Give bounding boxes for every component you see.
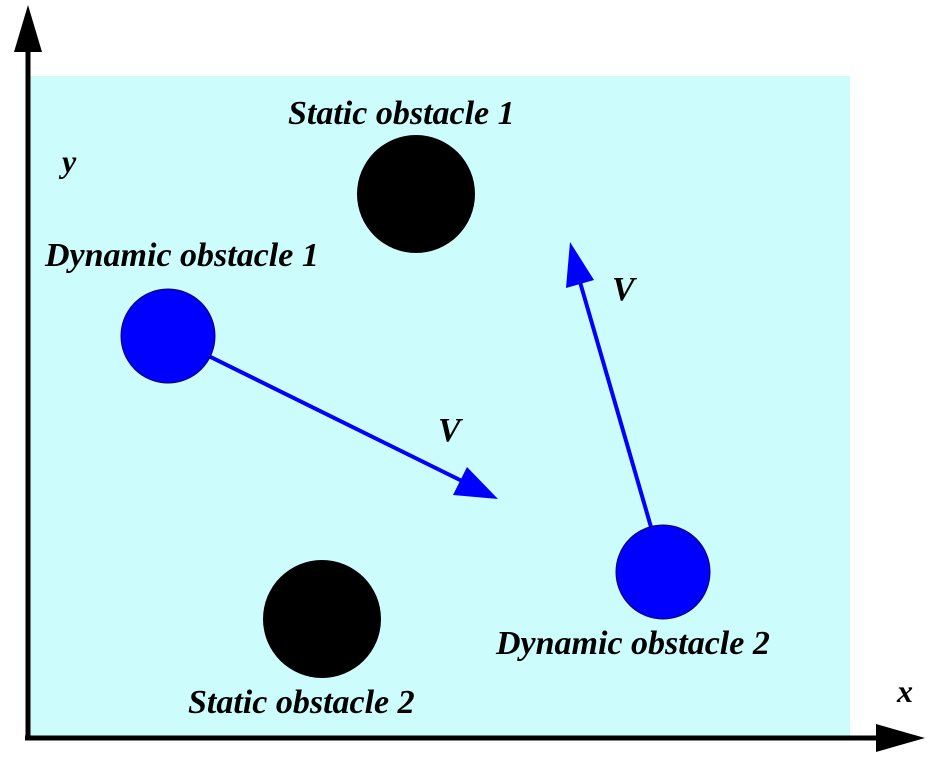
static-obstacle-1 [357, 135, 475, 253]
velocity-arrow-1 [167, 334, 498, 499]
static-obstacle-2 [263, 560, 381, 678]
velocity-arrow-1-shaft [167, 334, 463, 483]
velocity-arrow-1-head [453, 467, 498, 499]
x-axis-label: x [896, 673, 913, 709]
dynamic-obstacle-2-label: Dynamic obstacle 2 [495, 625, 770, 662]
y-axis-arrowhead [14, 5, 42, 52]
static-obstacle-2-label: Static obstacle 2 [188, 684, 415, 721]
dynamic-obstacle-1-label: Dynamic obstacle 1 [44, 237, 319, 274]
velocity-2-label: V [612, 271, 637, 308]
static-obstacle-1-label: Static obstacle 1 [288, 95, 515, 132]
velocity-arrow-2-shaft [578, 281, 653, 528]
dynamic-obstacle-2 [615, 524, 711, 620]
axes [14, 5, 925, 752]
dynamic-obstacle-1 [120, 288, 216, 384]
y-axis-label: y [58, 143, 77, 179]
velocity-arrow-2-head [566, 242, 594, 288]
velocity-1-label: V [438, 412, 463, 449]
velocity-arrow-2 [566, 242, 653, 528]
x-axis-arrowhead [876, 724, 925, 752]
